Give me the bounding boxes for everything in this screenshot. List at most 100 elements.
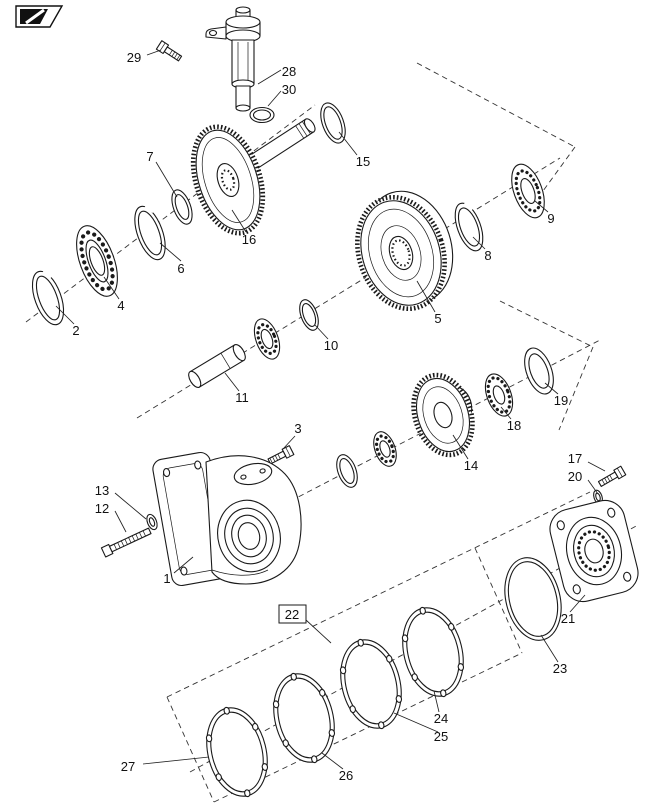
part-ring-10 [299,299,319,331]
callout-12: 12 [95,501,109,516]
part-gear-16 [190,118,316,236]
part-bearing-cone-small [373,431,397,467]
part-bearing-9 [511,163,545,219]
part-gasket-25 [339,638,403,730]
leader-14 [452,434,469,460]
callout-2: 2 [72,323,79,338]
callout-26: 26 [339,768,353,783]
part-ring-7 [171,189,193,225]
callout-20: 20 [568,469,582,484]
leader-4 [103,276,120,300]
callout-18: 18 [507,418,521,433]
leader-9 [534,200,549,213]
callout-6: 6 [177,261,184,276]
part-gasket-26 [272,672,336,764]
boundary-line-5 [166,491,591,698]
callout-25: 25 [434,729,448,744]
leader-20 [587,479,599,495]
leader-1 [173,556,194,574]
callout-7: 7 [146,149,153,164]
callout-27: 27 [121,759,135,774]
leader-21 [569,594,586,613]
callout-17: 17 [568,451,582,466]
leader-23 [540,634,559,663]
callout-9: 9 [547,211,554,226]
part-bolt-29 [155,40,183,62]
part-tube-28 [205,6,261,112]
leader-3 [282,435,296,450]
boundary-line-3 [499,300,594,348]
part-housing-1 [152,451,302,587]
part-cover-21 [549,499,639,603]
axis-line-3 [205,339,601,546]
part-gasket-24 [401,606,465,698]
part-ring-19 [524,347,554,395]
callout-1: 1 [163,571,170,586]
part-snap-ring-8 [454,201,484,252]
part-gear-5 [355,190,454,312]
leader-7 [155,161,178,198]
axis-line-1 [25,104,316,323]
boundary-line-4 [558,346,594,431]
part-bolt-3 [267,445,295,465]
boundary-line-6 [166,696,215,803]
callout-5: 5 [434,311,441,326]
callout-4: 4 [117,298,124,313]
leader-22 [305,619,332,644]
part-gasket-27 [205,706,269,798]
part-snap-ring-2 [31,269,65,326]
part-ring-23 [504,557,562,641]
part-washer-13 [146,513,158,531]
part-ring-30 [249,106,275,124]
callout-15: 15 [356,154,370,169]
callout-29: 29 [127,50,141,65]
callout-30: 30 [282,82,296,97]
part-washer-20 [593,489,603,505]
callout-3: 3 [294,421,301,436]
construction-lines [25,62,639,803]
leader-18 [500,406,512,420]
leader-10 [314,324,329,340]
part-bearing-18 [484,373,514,417]
leader-30 [267,90,282,107]
leader-13 [114,492,147,520]
leader-12 [114,510,127,533]
leader-25 [393,712,439,733]
callout-22-box [278,604,307,624]
leader-15 [338,131,358,156]
callout-21: 21 [561,611,575,626]
callout-11: 11 [235,390,249,405]
leader-8 [472,236,486,250]
part-shaft-11 [188,344,246,388]
part-bearing-4 [76,225,118,297]
brand-flag-logo [15,5,64,28]
callout-14: 14 [464,458,478,473]
part-snap-ring-6 [134,204,166,261]
leader-11 [224,372,240,392]
leader-24 [433,690,440,713]
callout-16: 16 [242,232,256,247]
callout-19: 19 [554,393,568,408]
part-gear-14 [411,372,475,458]
callout-8: 8 [484,248,491,263]
leader-26 [321,752,344,770]
callout-24: 24 [434,711,448,726]
callout-23: 23 [553,661,567,676]
leader-2 [55,305,75,325]
parts [31,6,639,798]
leader-28 [257,69,282,85]
part-ring-15 [320,102,346,144]
boundary-line-8 [474,547,523,654]
leader-5 [416,280,436,313]
leader-16 [231,209,247,233]
leader-27 [142,756,210,765]
part-bolt-12 [100,527,152,558]
callouts: 29 28 30 15 16 7 6 4 2 9 8 5 10 11 14 18 [55,49,606,783]
leader-19 [544,382,559,395]
leader-29 [146,49,162,56]
callout-13: 13 [95,483,109,498]
callout-22: 22 [285,607,299,622]
leader-6 [159,242,182,262]
